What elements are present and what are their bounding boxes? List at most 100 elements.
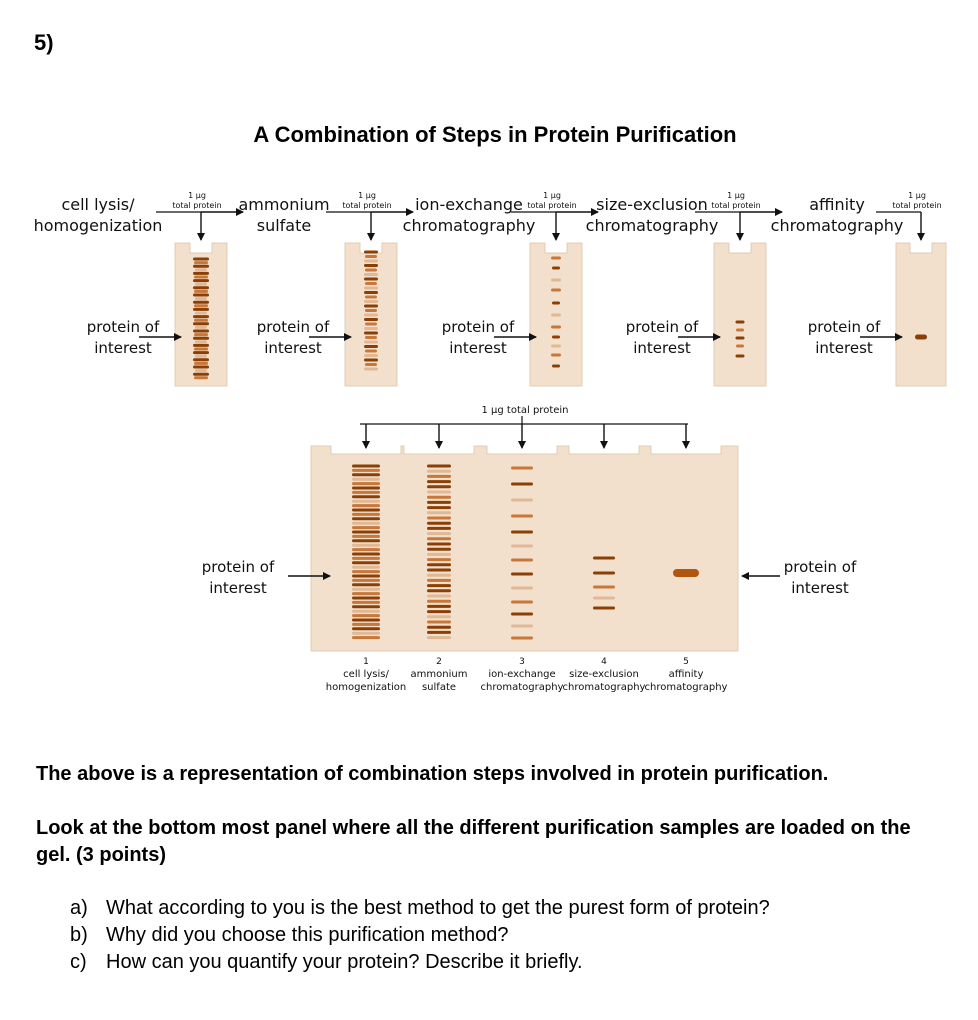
tube-band — [194, 333, 208, 337]
tube-band — [194, 347, 208, 351]
intro-paragraph: The above is a representation of combina… — [36, 763, 829, 785]
tube-band — [735, 336, 745, 340]
gel-band — [352, 504, 380, 508]
gel-band — [511, 530, 533, 534]
gel-band — [352, 552, 380, 556]
gel-band — [427, 480, 451, 484]
loading-amount-label: 1 µg — [358, 191, 376, 200]
tube-band — [364, 250, 378, 254]
question-text: Why did you choose this purification met… — [106, 924, 509, 946]
tube-band — [365, 309, 377, 312]
gel-band — [593, 606, 615, 610]
tube-band — [193, 329, 209, 333]
gel-band — [427, 500, 451, 504]
gel-band — [352, 526, 380, 530]
gel-band — [427, 620, 451, 624]
gel-band — [427, 485, 451, 489]
protein-of-interest-line1: protein of — [626, 318, 699, 336]
question-c: c) How can you quantify your protein? De… — [70, 949, 950, 976]
tube-band — [364, 318, 378, 321]
loading-word-label: total protein — [342, 201, 391, 210]
tube-band — [551, 325, 561, 329]
tube-band — [364, 313, 378, 317]
gel-band — [593, 585, 615, 589]
gel-band — [511, 466, 533, 470]
gel-band — [427, 589, 451, 593]
loading-amount-label: 1 µg — [188, 191, 206, 200]
protein-of-interest-line2: interest — [815, 339, 873, 357]
lane-label-line2: sulfate — [422, 682, 456, 693]
gel-protein-left-line2: interest — [209, 579, 267, 597]
protein-of-interest-line2: interest — [264, 339, 322, 357]
gel-band — [427, 464, 451, 468]
gel-band — [427, 558, 451, 562]
gel-band — [511, 586, 533, 590]
tube-band — [193, 343, 209, 347]
tube-band — [364, 358, 378, 362]
tube-band — [364, 277, 378, 281]
protein-of-interest-line1: protein of — [87, 318, 160, 336]
gel-band — [352, 512, 380, 516]
tube-band — [364, 345, 378, 348]
gel-band — [352, 482, 380, 486]
gel-band — [352, 631, 380, 635]
gel-band — [427, 573, 451, 577]
tube-band — [194, 376, 208, 380]
tube-band — [194, 261, 208, 265]
gel-band — [352, 490, 380, 494]
gel-band — [427, 542, 451, 546]
lane-label-line1: size-exclusion — [569, 669, 639, 680]
gel-band — [352, 534, 380, 538]
lane-number: 1 — [363, 657, 369, 667]
loading-amount-label: 1 µg — [908, 191, 926, 200]
gel-band — [352, 618, 380, 622]
gel-band — [511, 572, 533, 576]
gel-band — [511, 636, 533, 640]
tube-band — [193, 293, 209, 297]
gel-band — [427, 516, 451, 520]
loading-word-label: total protein — [172, 201, 221, 210]
tube-band — [552, 364, 560, 368]
tube-band — [193, 286, 209, 290]
tube-band — [736, 344, 744, 348]
gel-band — [352, 600, 380, 604]
tube-band — [193, 336, 209, 340]
tube-band — [364, 340, 378, 344]
gel-band — [352, 508, 380, 512]
step-label-line1: size-exclusion — [596, 195, 708, 214]
gel-protein-right-line1: protein of — [784, 558, 857, 576]
tube-band — [195, 268, 207, 272]
question-b: b) Why did you choose this purification … — [70, 922, 950, 949]
gel-band — [427, 630, 451, 634]
lane-label-line2: homogenization — [326, 682, 406, 693]
step-label-line2: chromatography — [586, 216, 719, 235]
protein-of-interest-line1: protein of — [808, 318, 881, 336]
tube-band — [364, 286, 378, 290]
tube-band — [364, 273, 378, 276]
gel-band — [427, 599, 451, 603]
lane-label-line2: chromatography — [563, 682, 646, 693]
tube-band — [193, 322, 209, 326]
gel-band — [427, 578, 451, 582]
gel-band — [427, 615, 451, 619]
gel-band — [352, 587, 380, 591]
tube-band — [551, 256, 561, 260]
lane-label-line1: ion-exchange — [488, 669, 555, 680]
gel-band — [427, 594, 451, 598]
protein-of-interest-line2: interest — [94, 339, 152, 357]
lane-number: 4 — [601, 657, 607, 667]
gel-band — [352, 596, 380, 600]
gel-band — [427, 610, 451, 614]
gel-band — [352, 517, 380, 521]
question-letter: c) — [70, 951, 87, 973]
lane-label-line1: cell lysis/ — [343, 669, 389, 680]
tube-band — [194, 275, 208, 279]
gel-band — [427, 495, 451, 499]
tube-band — [195, 325, 207, 329]
lane-number: 2 — [436, 657, 442, 667]
lane-label-line2: chromatography — [645, 682, 728, 693]
question-letter: b) — [70, 924, 88, 946]
tube-band — [364, 259, 378, 263]
gel-band — [511, 498, 533, 502]
